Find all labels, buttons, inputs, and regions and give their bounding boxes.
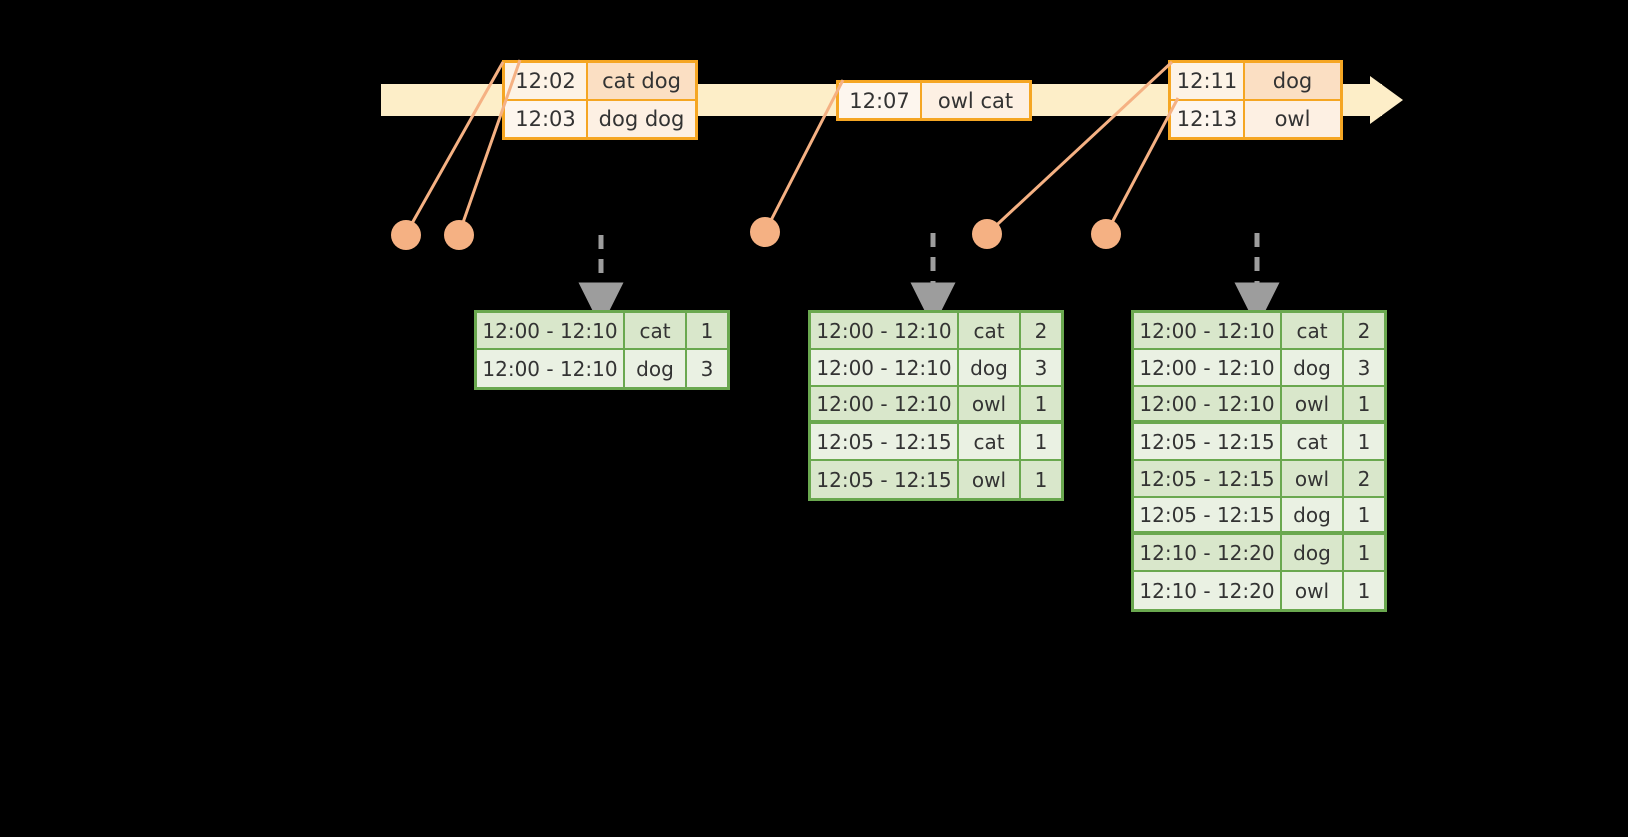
event-dot-1207	[750, 217, 780, 247]
cell-word: cat	[959, 313, 1021, 348]
cell-count: 2	[1344, 313, 1384, 348]
cell-count: 1	[1344, 572, 1384, 609]
event-box-2: 12:07 owl cat	[836, 80, 1032, 121]
cell-window: 12:05 - 12:15	[1134, 498, 1282, 531]
cell-word: dog	[1282, 535, 1344, 570]
cell-count: 3	[1344, 350, 1384, 385]
event-words: owl cat	[922, 83, 1029, 118]
cell-word: dog	[1282, 498, 1344, 531]
event-row: 12:11 dog	[1171, 63, 1340, 99]
cell-window: 12:00 - 12:10	[477, 313, 625, 348]
cell-word: cat	[1282, 424, 1344, 459]
cell-window: 12:00 - 12:10	[811, 387, 959, 420]
cell-window: 12:00 - 12:10	[811, 313, 959, 348]
cell-window: 12:05 - 12:15	[811, 461, 959, 498]
cell-count: 1	[1344, 387, 1384, 420]
cell-word: dog	[1282, 350, 1344, 385]
cell-count: 3	[687, 350, 727, 387]
cell-word: owl	[1282, 387, 1344, 420]
cell-window: 12:00 - 12:10	[811, 350, 959, 385]
event-dot-1202	[391, 220, 421, 250]
cell-window: 12:05 - 12:15	[1134, 461, 1282, 496]
event-box-3: 12:11 dog 12:13 owl	[1168, 60, 1343, 140]
event-time: 12:03	[505, 101, 588, 137]
cell-window: 12:00 - 12:10	[1134, 313, 1282, 348]
cell-count: 3	[1021, 350, 1061, 385]
event-dot-1203	[444, 220, 474, 250]
cell-window: 12:05 - 12:15	[811, 424, 959, 459]
cell-word: cat	[959, 424, 1021, 459]
cell-count: 1	[687, 313, 727, 348]
cell-word: dog	[625, 350, 687, 387]
event-words: cat dog	[588, 63, 695, 99]
cell-window: 12:05 - 12:15	[1134, 424, 1282, 459]
cell-count: 1	[1344, 424, 1384, 459]
cell-count: 2	[1021, 313, 1061, 348]
cell-word: cat	[625, 313, 687, 348]
event-row: 12:07 owl cat	[839, 83, 1029, 118]
event-words: owl	[1245, 101, 1340, 137]
event-row: 12:03 dog dog	[505, 99, 695, 137]
event-time: 12:02	[505, 63, 588, 99]
cell-count: 1	[1344, 535, 1384, 570]
cell-window: 12:10 - 12:20	[1134, 535, 1282, 570]
cell-word: owl	[959, 387, 1021, 420]
event-time: 12:11	[1171, 63, 1245, 99]
cell-window: 12:00 - 12:10	[477, 350, 625, 387]
event-row: 12:02 cat dog	[505, 63, 695, 99]
event-words: dog dog	[588, 101, 695, 137]
cell-word: owl	[1282, 572, 1344, 609]
cell-window: 12:10 - 12:20	[1134, 572, 1282, 609]
event-box-1: 12:02 cat dog 12:03 dog dog	[502, 60, 698, 140]
event-words: dog	[1245, 63, 1340, 99]
event-time: 12:13	[1171, 101, 1245, 137]
cell-count: 1	[1021, 424, 1061, 459]
event-time: 12:07	[839, 83, 922, 118]
cell-count: 1	[1021, 387, 1061, 420]
cell-word: cat	[1282, 313, 1344, 348]
timeline-arrow-icon	[1370, 76, 1403, 124]
cell-count: 2	[1344, 461, 1384, 496]
event-row: 12:13 owl	[1171, 99, 1340, 137]
cell-count: 1	[1021, 461, 1061, 498]
cell-count: 1	[1344, 498, 1384, 531]
event-dot-1211	[972, 219, 1002, 249]
cell-word: owl	[1282, 461, 1344, 496]
event-dot-1213	[1091, 219, 1121, 249]
cell-word: dog	[959, 350, 1021, 385]
cell-word: owl	[959, 461, 1021, 498]
cell-window: 12:00 - 12:10	[1134, 387, 1282, 420]
cell-window: 12:00 - 12:10	[1134, 350, 1282, 385]
